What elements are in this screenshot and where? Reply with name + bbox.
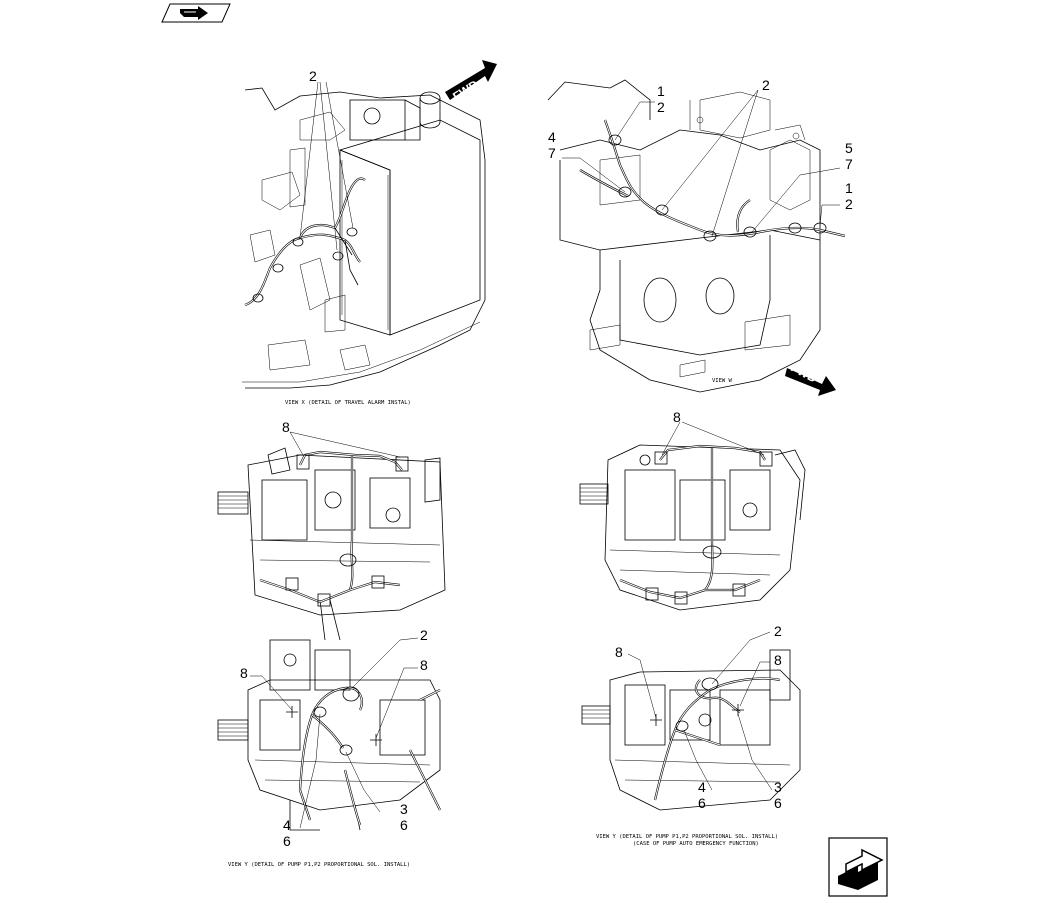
back-arrow-icon[interactable] (161, 3, 231, 23)
view-w-harness: 1 2 2 4 7 5 7 1 2 VIEW W (547, 77, 853, 393)
callout-label: 5 (845, 140, 853, 156)
callout-label: 7 (845, 156, 853, 172)
pump-view-bottom-right: 2 8 8 4 6 3 6 VIEW Y (DETAIL OF PUMP P1,… (581, 623, 801, 847)
callout-label: 2 (762, 77, 770, 93)
pump-view-mid-left: 8 (217, 419, 446, 641)
forward-arrow-icon[interactable] (828, 837, 888, 897)
callout-label: 2 (309, 68, 317, 84)
callout-label: 1 (657, 83, 665, 99)
callout-label: 2 (657, 99, 665, 115)
caption-pump-sol-emergency-sub: (CASE OF PUMP AUTO EMERGENCY FUNCTION) (633, 841, 759, 847)
callout-label: 4 (283, 817, 291, 833)
callout-label: 3 (400, 801, 408, 817)
callout-label: 8 (420, 657, 428, 673)
callout-label: 8 (615, 644, 623, 660)
callout-label: 6 (283, 833, 291, 849)
callout-label: 4 (548, 129, 556, 145)
callout-label: 8 (673, 409, 681, 425)
caption-pump-sol: VIEW Y (DETAIL OF PUMP P1,P2 PROPORTIONA… (228, 862, 410, 868)
callout-label: 3 (774, 779, 782, 795)
callout-label: 4 (698, 779, 706, 795)
callout-label: 1 (845, 180, 853, 196)
callout-label: 6 (698, 795, 706, 811)
callout-label: 2 (774, 623, 782, 639)
callout-label: 8 (282, 419, 290, 435)
callout-label: 8 (774, 652, 782, 668)
caption-travel-alarm: VIEW X (DETAIL OF TRAVEL ALARM INSTAL) (285, 400, 411, 406)
view-travel-alarm: 2 VIEW X (DETAIL OF TRAVEL ALARM INSTAL) (242, 68, 486, 406)
callout-label: 6 (774, 795, 782, 811)
fwd-arrow-icon: FWD (445, 60, 497, 104)
fwd-arrow-icon: FWD (785, 360, 836, 396)
pump-view-bottom-left: 2 8 8 4 6 3 6 VIEW Y (DETAIL OF PUMP P1,… (217, 627, 441, 868)
callout-label: 2 (845, 196, 853, 212)
callout-label: 7 (548, 145, 556, 161)
callout-label: 2 (420, 627, 428, 643)
pump-view-mid-right: 8 (579, 409, 806, 611)
callout-label: 8 (240, 665, 248, 681)
caption-pump-sol-emergency: VIEW Y (DETAIL OF PUMP P1,P2 PROPORTIONA… (596, 834, 778, 840)
caption-view-w: VIEW W (712, 378, 733, 384)
callout-label: 6 (400, 817, 408, 833)
